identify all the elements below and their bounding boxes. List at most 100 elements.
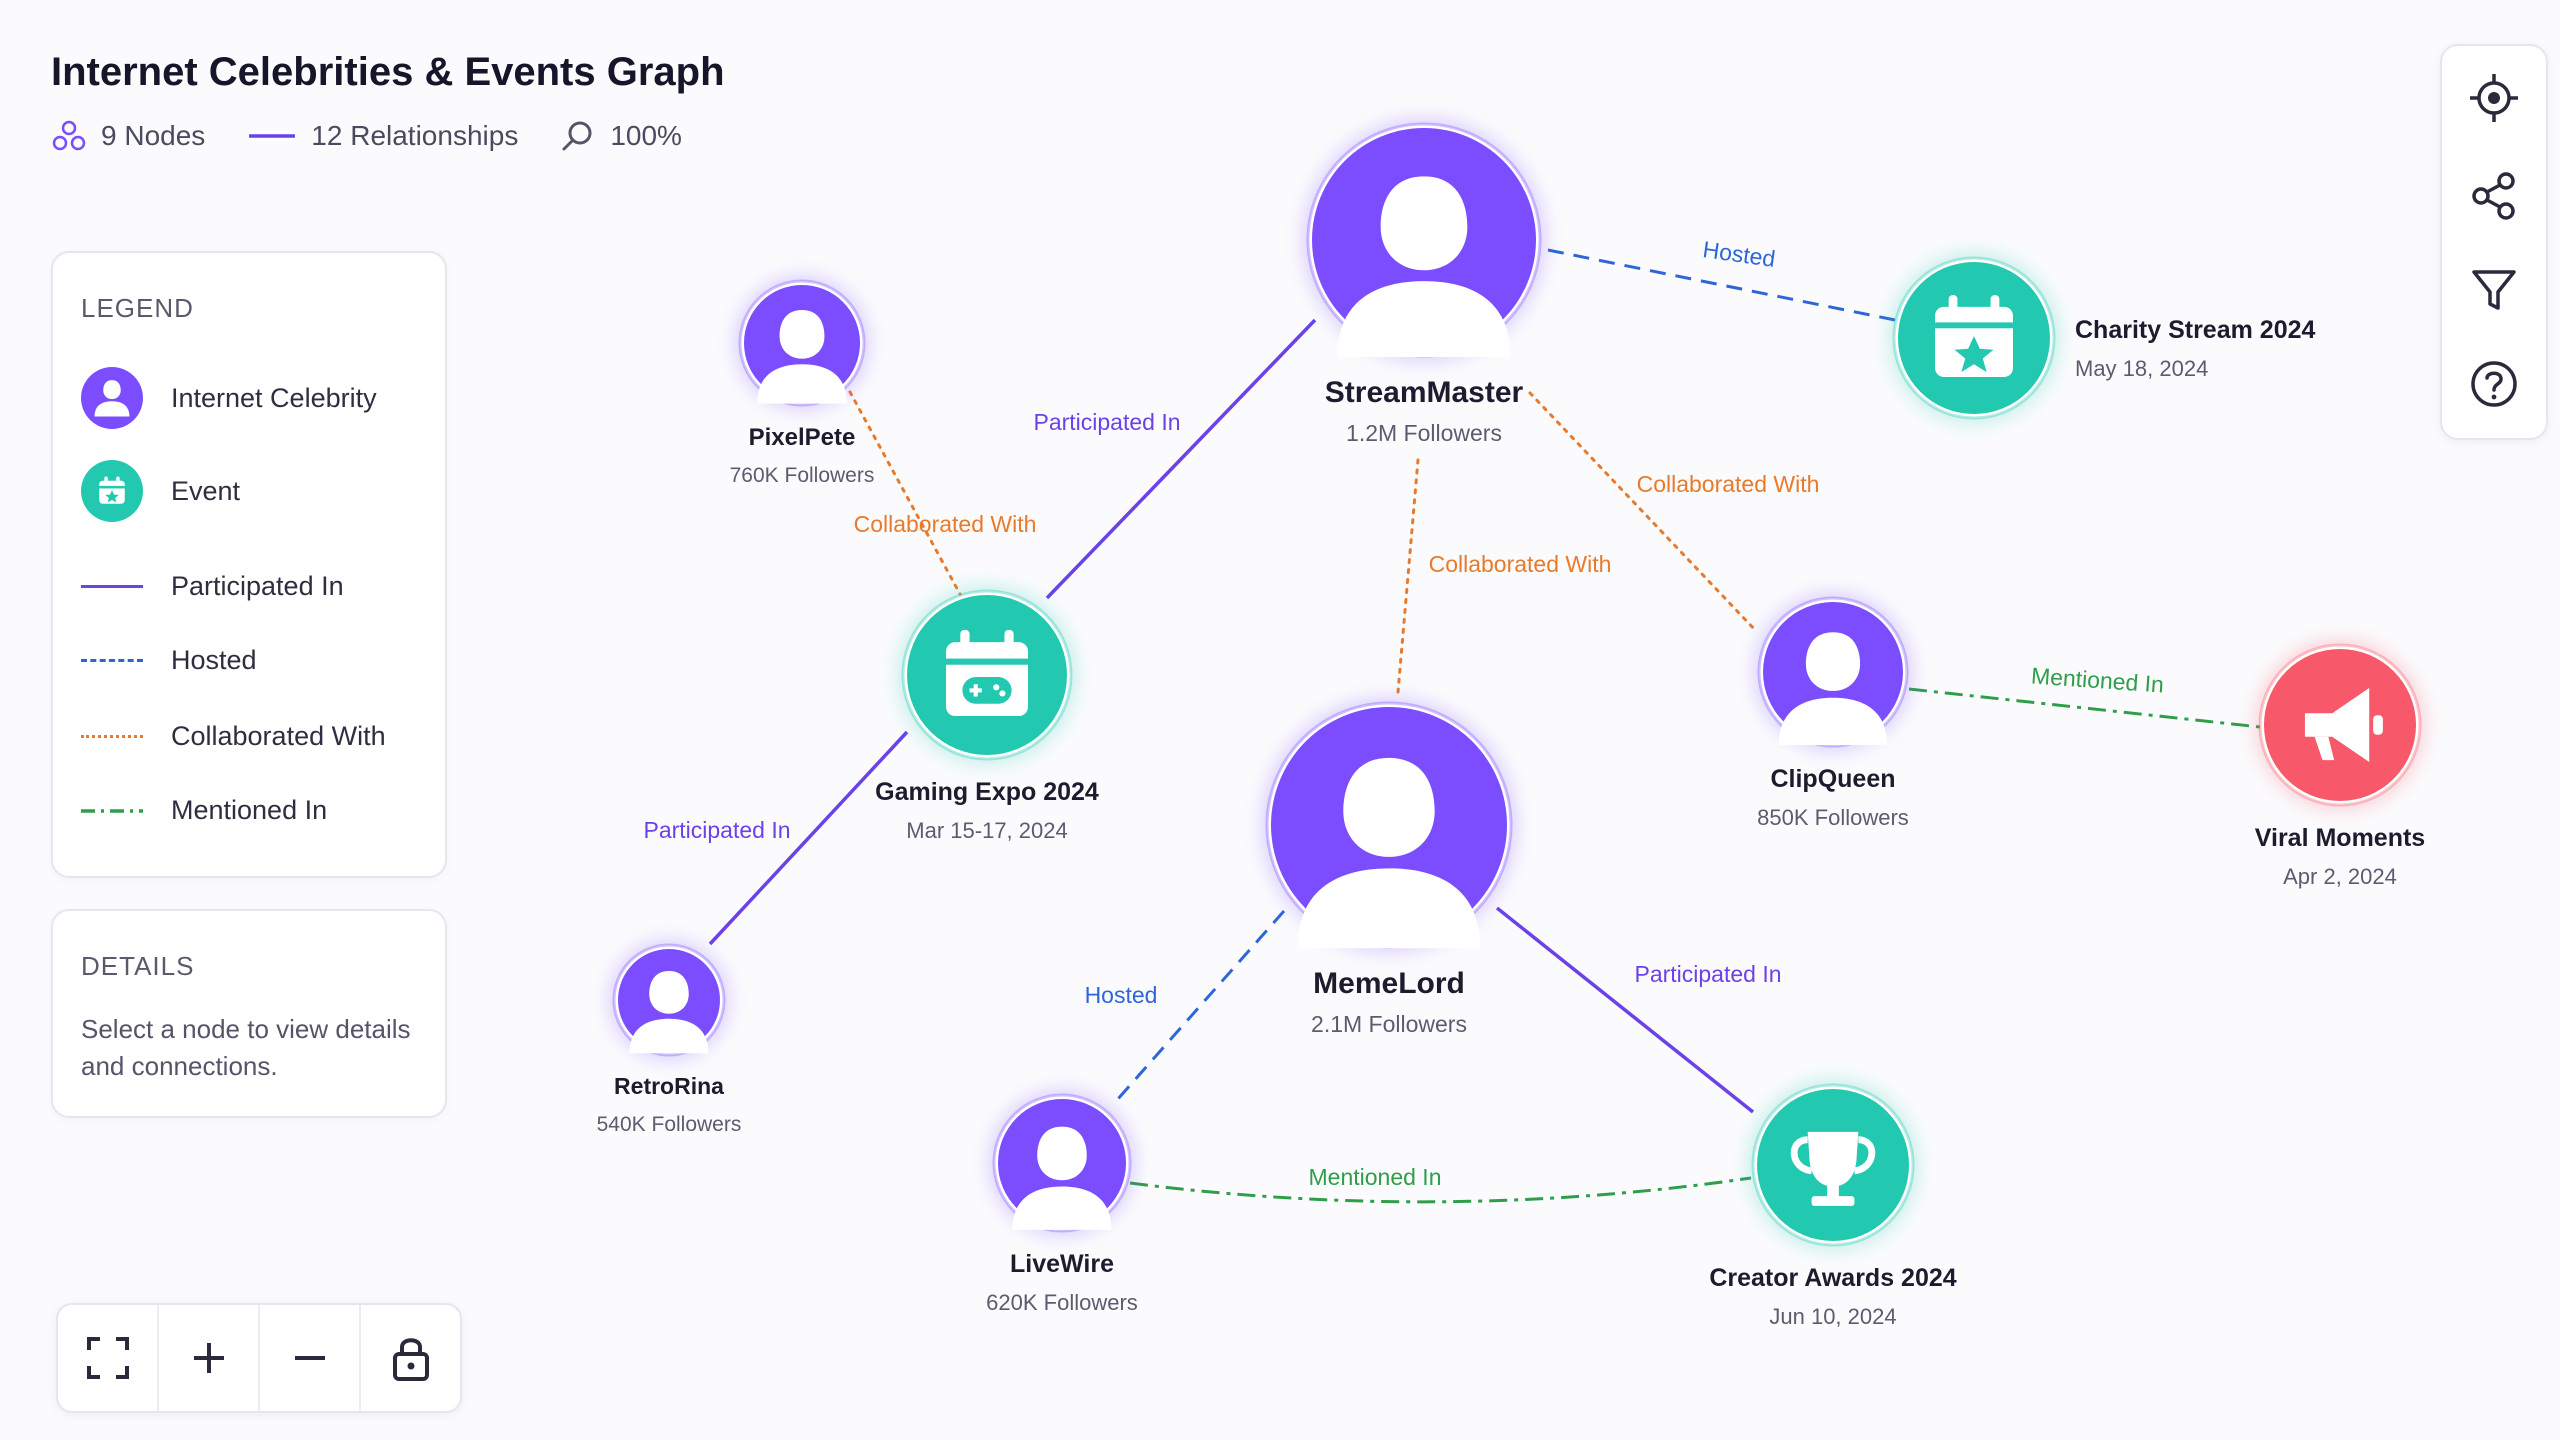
details-text: Select a node to view details and connec… xyxy=(81,1014,411,1081)
edge-label: Participated In xyxy=(643,817,790,843)
legend-item-celebrity: Internet Celebrity xyxy=(81,367,377,429)
memelord-node[interactable]: MemeLord 2.1M Followers xyxy=(1263,699,1515,1037)
node-sublabel: 540K Followers xyxy=(597,1113,742,1136)
node-label: PixelPete xyxy=(749,424,856,451)
edge-label: Hosted xyxy=(1701,236,1777,272)
node-sublabel: 2.1M Followers xyxy=(1311,1011,1467,1037)
legend-label-celebrity: Internet Celebrity xyxy=(171,382,377,413)
legend-item-event: Event xyxy=(81,460,240,522)
edge-memelord-awards[interactable]: Participated In xyxy=(1495,906,1782,1114)
edge-label: Collaborated With xyxy=(1637,471,1820,497)
node-label: ClipQueen xyxy=(1770,765,1895,793)
nodes-icon xyxy=(52,120,86,151)
node-sublabel: Mar 15-17, 2024 xyxy=(906,818,1067,843)
zoom-out-icon[interactable] xyxy=(260,1305,361,1411)
share-icon[interactable] xyxy=(2464,166,2524,226)
edge-label: Collaborated With xyxy=(854,511,1037,537)
zoom-in-icon[interactable] xyxy=(159,1305,260,1411)
target-icon[interactable] xyxy=(2464,68,2524,128)
legend-item-collaborated: Collaborated With xyxy=(81,721,386,752)
node-sublabel: 760K Followers xyxy=(730,464,875,487)
edge-streammaster-clipqueen[interactable]: Collaborated With xyxy=(1528,391,1820,634)
edge-memelord-livewire[interactable]: Hosted xyxy=(1085,910,1286,1101)
legend-label-event: Event xyxy=(171,475,241,506)
node-sublabel: 620K Followers xyxy=(986,1290,1138,1315)
person-icon xyxy=(81,367,143,429)
zoom-controls xyxy=(56,1303,462,1413)
livewire-node[interactable]: LiveWire 620K Followers xyxy=(986,1091,1138,1315)
legend-label-participated: Participated In xyxy=(171,571,344,601)
edge-streammaster-gaming[interactable]: Participated In xyxy=(1033,318,1317,600)
edge-clipqueen-viral[interactable]: Mentioned In xyxy=(1908,662,2261,729)
legend-item-participated: Participated In xyxy=(81,571,344,602)
legend-label-hosted: Hosted xyxy=(171,645,257,675)
zoom-level: 100% xyxy=(610,120,682,151)
legend-title: LEGEND xyxy=(81,293,194,323)
streammaster-node[interactable]: StreamMaster 1.2M Followers xyxy=(1304,120,1544,446)
edge-streammaster-charity[interactable]: Hosted xyxy=(1547,236,1896,322)
search-icon xyxy=(562,121,592,151)
graph-stats: 9 Nodes 12 Relationships 100% xyxy=(51,118,724,154)
calendar-star-icon xyxy=(81,460,143,522)
edge-livewire-awards[interactable]: Mentioned In xyxy=(1129,1164,1752,1204)
legend-panel: LEGEND Internet Celebrity Event Particip… xyxy=(51,251,447,878)
details-title: DETAILS xyxy=(81,951,195,981)
node-label: RetroRina xyxy=(614,1073,724,1099)
fit-screen-icon[interactable] xyxy=(58,1305,159,1411)
node-sublabel: May 18, 2024 xyxy=(2075,356,2208,381)
help-icon[interactable] xyxy=(2464,354,2524,414)
right-toolbar xyxy=(2440,44,2548,440)
retrorina-node[interactable]: RetroRina 540K Followers xyxy=(597,941,742,1136)
relationships-stat: 12 Relationships xyxy=(247,120,518,152)
calendar-gamepad-icon xyxy=(945,629,1029,717)
collaborated-line-swatch xyxy=(81,735,143,738)
relationship-line-icon xyxy=(249,134,296,138)
lock-icon[interactable] xyxy=(361,1305,460,1411)
edge-label: Hosted xyxy=(1085,982,1158,1008)
node-label: Gaming Expo 2024 xyxy=(875,778,1099,806)
node-label: Charity Stream 2024 xyxy=(2075,316,2316,344)
node-layer: StreamMaster 1.2M Followers PixelPete 760K … xyxy=(597,120,2425,1329)
node-label: Creator Awards 2024 xyxy=(1709,1264,1956,1292)
calendar-star-icon xyxy=(1935,295,2013,377)
nodes-count: 9 Nodes xyxy=(101,120,206,151)
edge-label: Collaborated With xyxy=(1429,551,1612,577)
node-label: StreamMaster xyxy=(1325,376,1524,409)
edge-label: Mentioned In xyxy=(1309,1164,1442,1190)
legend-label-mentioned: Mentioned In xyxy=(171,795,328,825)
node-label: MemeLord xyxy=(1313,967,1465,1000)
zoom-stat: 100% xyxy=(560,118,682,154)
legend-item-hosted: Hosted xyxy=(81,645,257,676)
legend-label-collaborated: Collaborated With xyxy=(171,721,386,751)
details-panel: DETAILS Select a node to view details an… xyxy=(51,909,447,1118)
legend-item-mentioned: Mentioned In xyxy=(81,795,327,826)
node-sublabel: 1.2M Followers xyxy=(1346,420,1502,446)
edge-label: Mentioned In xyxy=(2030,662,2164,697)
edge-label: Participated In xyxy=(1033,409,1180,435)
megaphone-icon xyxy=(2304,687,2383,763)
mentioned-line-swatch xyxy=(81,808,143,813)
node-label: Viral Moments xyxy=(2255,824,2425,852)
relationships-count: 12 Relationships xyxy=(311,120,519,151)
hosted-line-swatch xyxy=(81,659,143,662)
pixelpete-node[interactable]: PixelPete 760K Followers xyxy=(730,277,875,487)
node-sublabel: 850K Followers xyxy=(1757,805,1909,830)
trophy-icon xyxy=(1790,1131,1876,1206)
node-sublabel: Jun 10, 2024 xyxy=(1769,1304,1896,1329)
edge-label: Participated In xyxy=(1634,961,1781,987)
filter-icon[interactable] xyxy=(2464,260,2524,320)
node-sublabel: Apr 2, 2024 xyxy=(2283,864,2397,889)
edge-streammaster-memelord[interactable]: Collaborated With xyxy=(1396,458,1612,694)
participated-line-swatch xyxy=(81,585,143,588)
node-label: LiveWire xyxy=(1010,1250,1114,1278)
edge-pixelpete-gaming[interactable]: Collaborated With xyxy=(848,390,1037,596)
page-title: Internet Celebrities & Events Graph xyxy=(51,50,725,94)
clipqueen-node[interactable]: ClipQueen 850K Followers xyxy=(1755,594,1911,830)
edge-gaming-retrorina[interactable]: Participated In xyxy=(643,730,909,946)
